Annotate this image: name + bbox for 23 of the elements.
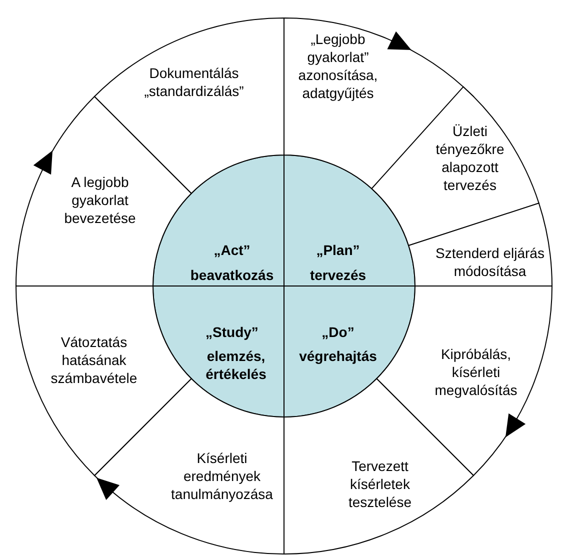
phase-label: végrehajtás	[299, 348, 377, 364]
step-label: Kísérleti eredmények tanulmányozása	[171, 450, 273, 502]
step-label: „Legjobb gyakorlat” azonosítása, adatgyűjtés	[298, 31, 378, 101]
phase-name: „Do”	[322, 324, 354, 340]
step-label: Üzleti tényezőkre alapozott tervezés	[436, 123, 504, 193]
step-label: Sztenderd eljárás módosítása	[436, 245, 544, 279]
quadrant-sector	[152, 286, 284, 418]
quadrant-sector	[284, 286, 416, 418]
step-label: Vátoztatás hatásának számbavétele	[50, 334, 138, 386]
ring-segment	[16, 96, 192, 286]
ring-segment	[408, 202, 552, 286]
phase-name: „Act”	[214, 242, 250, 258]
step-label: Kipróbálás, kísérleti megvalósítás	[434, 346, 518, 398]
phase-label: tervezés	[310, 267, 366, 283]
phase-label: elemzés, értékelés	[206, 348, 266, 382]
quadrant-sector	[284, 154, 416, 286]
phase-label: beavatkozás	[190, 267, 274, 283]
phase-name: „Study”	[206, 324, 258, 340]
step-label: Dokumentálás „standardizálás”	[144, 65, 244, 99]
phase-name: „Plan”	[316, 242, 360, 258]
step-label: Tervezett kísérletek tesztelése	[348, 458, 412, 510]
quadrant-sector	[152, 154, 284, 286]
step-label: A legjobb gyakorlat bevezetése	[64, 174, 136, 226]
